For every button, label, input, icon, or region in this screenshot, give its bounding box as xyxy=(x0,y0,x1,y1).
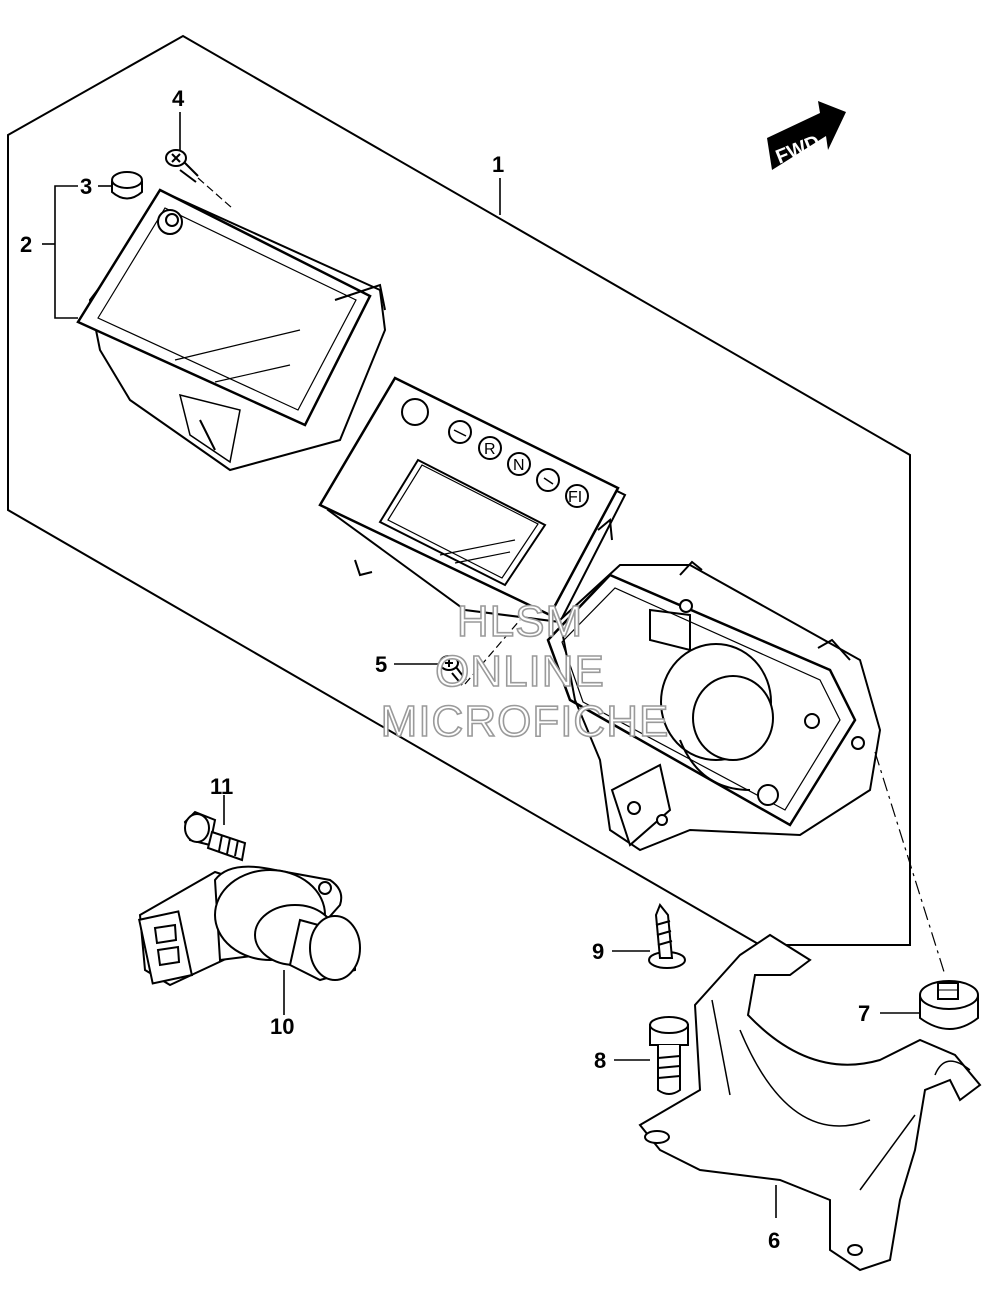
case-screw xyxy=(439,655,467,686)
case-screw-guide xyxy=(464,619,521,685)
callout-8: 8 xyxy=(594,1048,606,1073)
callout-6: 6 xyxy=(768,1228,780,1253)
bracket-bolt xyxy=(649,1016,689,1095)
meter-cover xyxy=(76,188,387,472)
rubber-grommet xyxy=(919,980,979,1030)
callout-4: 4 xyxy=(172,86,185,111)
tapping-screw xyxy=(648,903,686,969)
callout-2: 2 xyxy=(20,232,32,257)
meter-bracket xyxy=(638,933,982,1272)
watermark: HLSM ONLINE MICROFICHE xyxy=(380,596,670,747)
indicator-n: N xyxy=(513,457,525,474)
screw-guide-line xyxy=(197,177,233,209)
watermark-line-3: MICROFICHE xyxy=(381,697,670,746)
fwd-direction-badge: FWD xyxy=(767,101,846,170)
callout-11: 11 xyxy=(210,774,233,799)
cover-screw xyxy=(165,149,199,183)
indicator-fi: FI xyxy=(568,489,582,506)
meter-display-panel xyxy=(318,376,627,624)
speed-sensor xyxy=(138,865,361,987)
callout-5: 5 xyxy=(375,652,387,677)
leader-lines xyxy=(42,112,920,1218)
callout-7: 7 xyxy=(858,1001,870,1026)
callout-1: 1 xyxy=(492,152,504,177)
watermark-line-1: HLSM xyxy=(457,597,583,646)
assembly-outline xyxy=(7,34,911,946)
watermark-line-2: ONLINE xyxy=(435,647,605,696)
sensor-bolt xyxy=(183,810,247,862)
rubber-cap xyxy=(111,171,143,200)
meter-case xyxy=(546,560,882,852)
indicator-r: R xyxy=(484,441,496,458)
callout-10: 10 xyxy=(270,1014,294,1039)
grommet-guide-line xyxy=(874,751,946,976)
callout-3: 3 xyxy=(80,174,92,199)
callout-9: 9 xyxy=(592,939,604,964)
